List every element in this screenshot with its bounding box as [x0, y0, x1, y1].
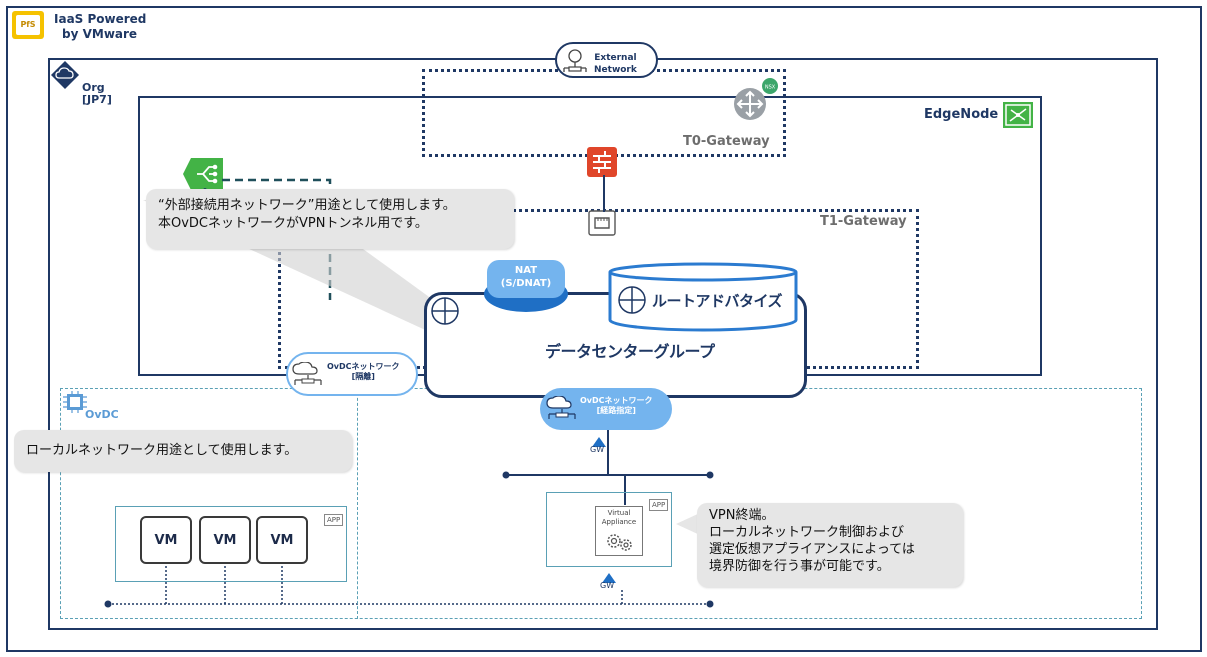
- ovdc-network-isolated-icon: [291, 361, 325, 392]
- nsx-badge: NSX: [765, 85, 776, 91]
- ovdc-network-routed-label-line2: [経路指定]: [596, 406, 636, 415]
- gw-label-appliance: GW: [600, 581, 615, 590]
- ovdc-network-routed-label-line1: OvDCネットワーク: [580, 396, 653, 405]
- ovdc-network-isolated-label: OvDCネットワーク [隔離]: [327, 362, 400, 382]
- gw-label-routed: GW: [590, 445, 605, 454]
- virtual-appliance-label: Virtual Appliance: [595, 509, 643, 527]
- virtual-appliance-label-line2: Appliance: [601, 518, 637, 526]
- gears-icon: [603, 531, 635, 557]
- external-network-label-line1: External: [594, 53, 637, 63]
- virtual-appliance-label-line1: Virtual: [607, 509, 631, 517]
- nat-label-line1: NAT: [514, 265, 538, 276]
- vm-group-frame: [115, 506, 347, 582]
- vm-3[interactable]: VM: [256, 516, 308, 564]
- datacenter-group-label: データセンターグループ: [545, 342, 715, 361]
- callout-local-text: ローカルネットワーク用途として使用します。: [26, 443, 298, 458]
- callout-vpn-pointer: [676, 512, 702, 540]
- header-title-line2: by VMware: [62, 27, 138, 41]
- callout-local-network: ローカルネットワーク用途として使用します。: [14, 430, 352, 472]
- vm-2[interactable]: VM: [199, 516, 251, 564]
- callout-external-line2: 本OvDCネットワークがVPNトンネル用です。: [158, 216, 428, 231]
- firewall-icon: [587, 147, 617, 181]
- nat-label-line2: (S/DNAT): [500, 278, 552, 289]
- vm-group-app-tag: APP: [324, 514, 344, 526]
- t0-router-icon: NSX: [732, 78, 782, 126]
- datacenter-group-globe-icon: [430, 296, 460, 330]
- edgenode-icon: [1003, 102, 1033, 132]
- org-label-line2: [JP7]: [82, 93, 112, 106]
- callout-vpn-line1: VPN終端。: [709, 508, 775, 523]
- virtual-appliance[interactable]: [595, 506, 643, 556]
- org-label-line1: Org: [82, 81, 105, 94]
- gw-up-arrow-icon: [592, 432, 606, 451]
- ovdc-label: OvDC: [85, 408, 119, 421]
- gw-up-arrow-icon-appliance: [602, 568, 616, 587]
- callout-vpn-line4: 境界防御を行う事が可能です。: [709, 559, 890, 574]
- vm-1[interactable]: VM: [140, 516, 192, 564]
- t0-gateway-label: T0-Gateway: [683, 134, 770, 149]
- pfs-logo-text: PfS: [16, 15, 40, 35]
- callout-vpn: VPN終端。 ローカルネットワーク制御および 選定仮想アプライアンスによっては …: [697, 503, 963, 587]
- external-network-node[interactable]: [555, 42, 658, 78]
- ovdc-icon: [61, 389, 89, 419]
- header-title-line1: IaaS Powered: [54, 12, 147, 26]
- ovdc-network-isolated-label-line1: OvDCネットワーク: [327, 362, 400, 371]
- t1-gateway-label: T1-Gateway: [820, 214, 907, 229]
- t1-port-icon: [588, 210, 616, 240]
- external-network-icon: [560, 48, 590, 78]
- external-network-label-line2: Network: [594, 65, 637, 75]
- ovdc-network-routed-icon: [545, 395, 579, 426]
- external-network-label: External Network: [594, 52, 637, 76]
- nat-node[interactable]: [484, 258, 568, 314]
- nat-label: NAT (S/DNAT): [484, 264, 568, 290]
- callout-vpn-line3: 選定仮想アプライアンスによっては: [709, 542, 915, 557]
- ovdc-network-routed-label: OvDCネットワーク [経路指定]: [580, 396, 653, 416]
- route-advertise-node[interactable]: [608, 262, 798, 332]
- route-advertise-label: ルートアドバタイズ: [652, 292, 783, 310]
- callout-external-line1: “外部接続用ネットワーク”用途として使用します。: [158, 198, 456, 213]
- isolated-network-frame: [60, 388, 358, 619]
- ovdc-network-isolated-label-line2: [隔離]: [351, 372, 375, 381]
- outer-frame: [6, 6, 1202, 652]
- pfs-logo-icon: PfS: [12, 11, 44, 39]
- appliance-app-tag: APP: [649, 499, 669, 511]
- org-label: Org [JP7]: [82, 82, 112, 106]
- edgenode-label: EdgeNode: [924, 107, 999, 122]
- appliance-frame: [546, 492, 672, 567]
- callout-vpn-line2: ローカルネットワーク制御および: [709, 525, 905, 540]
- org-cloud-icon: [50, 60, 80, 94]
- network-switch-icon: [183, 158, 223, 194]
- callout-external-network: “外部接続用ネットワーク”用途として使用します。 本OvDCネットワークがVPN…: [146, 189, 514, 249]
